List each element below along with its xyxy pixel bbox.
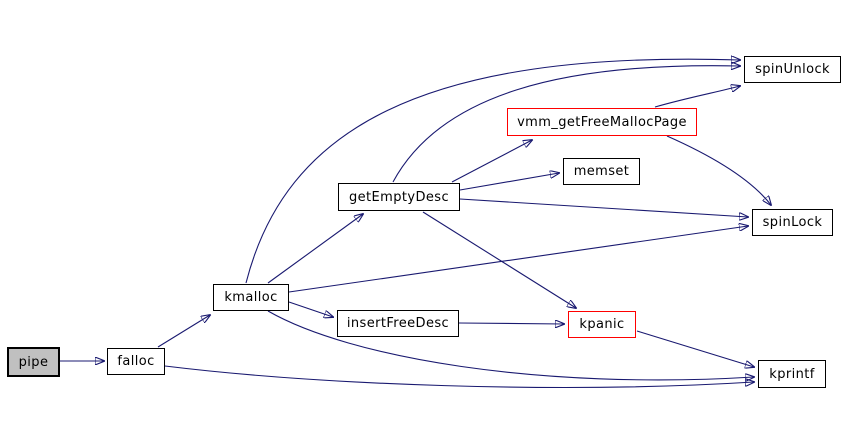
edge-kmalloc-insertfreedesc [288, 301, 333, 317]
edge-getemptydesc-spinunlock [392, 66, 740, 183]
edge-getemptydesc-kpanic [422, 211, 576, 308]
node-pipe[interactable]: pipe [7, 347, 60, 377]
node-kpanic-label: kpanic [579, 317, 625, 332]
node-falloc-label: falloc [117, 354, 155, 369]
node-vmm-getfreemallocpage[interactable]: vmm_getFreeMallocPage [507, 108, 697, 136]
edge-falloc-kmalloc [157, 315, 210, 348]
node-kprintf-label: kprintf [769, 366, 815, 382]
edge-kmalloc-kprintf [267, 310, 754, 380]
edge-getemptydesc-spinlock [459, 198, 748, 217]
edge-insertfreedesc-kpanic [458, 323, 564, 324]
node-falloc[interactable]: falloc [107, 348, 165, 375]
node-kpanic[interactable]: kpanic [568, 311, 636, 338]
node-insertfreedesc[interactable]: insertFreeDesc [337, 310, 459, 337]
node-getemptydesc[interactable]: getEmptyDesc [338, 183, 460, 211]
node-spinunlock-label: spinUnlock [755, 62, 830, 77]
node-spinunlock[interactable]: spinUnlock [744, 56, 841, 83]
node-insertfreedesc-label: insertFreeDesc [346, 316, 450, 331]
edge-vmm-spinlock [666, 135, 771, 205]
node-vmm-getfreemallocpage-label: vmm_getFreeMallocPage [517, 114, 687, 130]
node-memset-label: memset [573, 164, 630, 179]
edge-kmalloc-spinunlock [245, 59, 740, 284]
edge-getemptydesc-memset [459, 173, 559, 191]
edge-falloc-kprintf [164, 365, 754, 388]
edge-kpanic-kprintf [636, 330, 754, 367]
node-kmalloc[interactable]: kmalloc [213, 284, 289, 311]
edge-kmalloc-spinlock [288, 226, 748, 293]
edge-kmalloc-getemptydesc [267, 214, 363, 284]
node-getemptydesc-label: getEmptyDesc [349, 189, 449, 205]
node-pipe-label: pipe [18, 354, 49, 370]
node-kmalloc-label: kmalloc [224, 290, 278, 305]
node-memset[interactable]: memset [563, 158, 640, 185]
node-spinlock[interactable]: spinLock [752, 209, 833, 236]
edge-vmm-spinunlock [654, 86, 740, 108]
node-spinlock-label: spinLock [762, 215, 823, 230]
node-kprintf[interactable]: kprintf [758, 360, 826, 388]
edge-getemptydesc-vmm [451, 140, 532, 183]
